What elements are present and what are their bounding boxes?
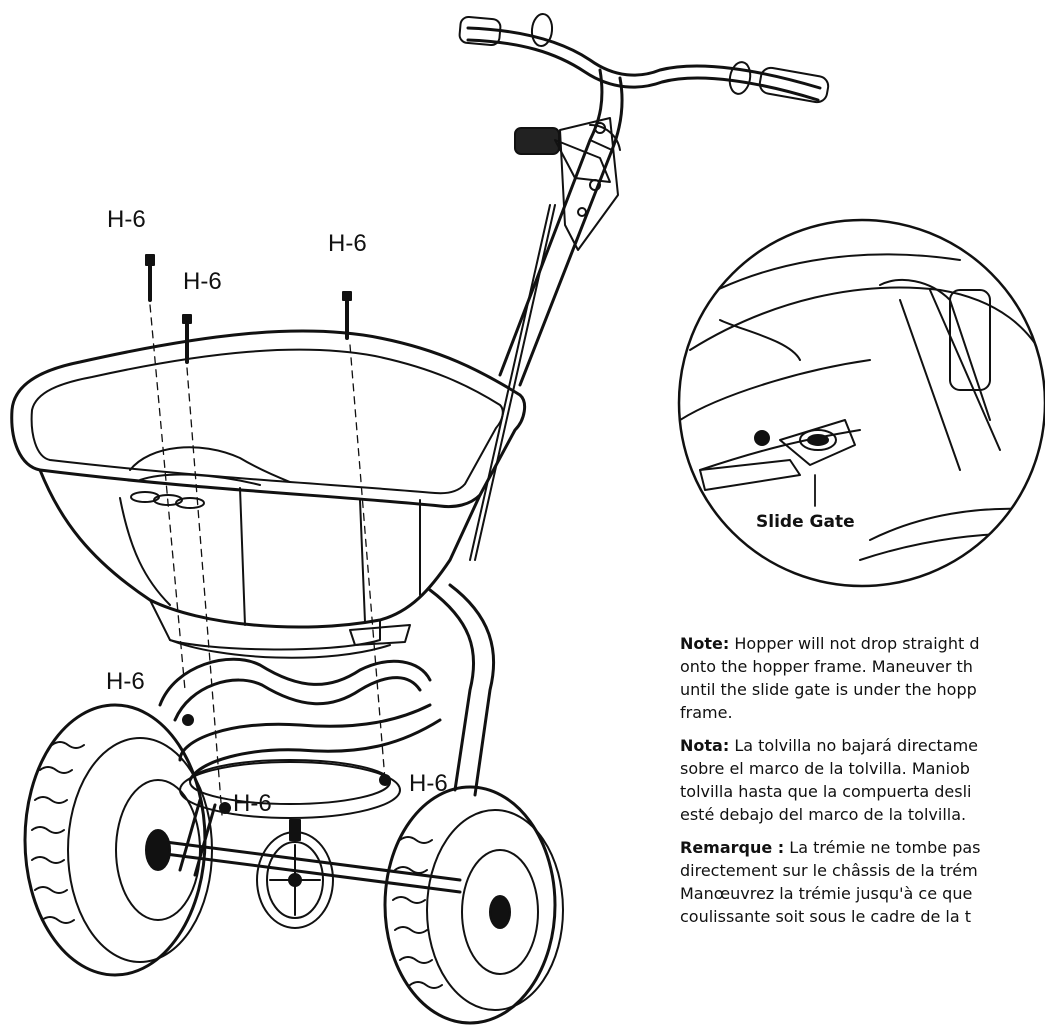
- guide-lines: [149, 304, 386, 816]
- note-spanish-line1: La tolvilla no bajará directame: [729, 736, 978, 755]
- h6-label-top-mid: H-6: [183, 268, 222, 295]
- slide-gate-label: Slide Gate: [756, 512, 855, 532]
- note-spanish-lead: Nota:: [680, 736, 730, 755]
- h6-label-top-right: H-6: [328, 230, 367, 257]
- h6-label-top-left: H-6: [107, 206, 146, 233]
- note-french-line4: coulissante soit sous le cadre de la t: [680, 907, 972, 926]
- control-knob: [514, 127, 560, 155]
- handle-assembly: [458, 13, 830, 561]
- left-grip: [458, 15, 502, 47]
- note-spanish-line3: tolvilla hasta que la compuerta desli: [680, 782, 972, 801]
- nut-right: [379, 774, 391, 786]
- note-english: Note: Hopper will not drop straight d on…: [680, 632, 1045, 724]
- note-french-line3: Manœuvrez la trémie jusqu'à ce que: [680, 884, 973, 903]
- h6-label-bottom-right: H-6: [409, 770, 448, 797]
- hopper: [10, 329, 527, 659]
- h6-label-bottom-mid: H-6: [233, 790, 272, 817]
- left-wheel: [23, 703, 213, 977]
- note-french-lead: Remarque :: [680, 838, 785, 857]
- note-french-line1: La trémie ne tombe pas: [784, 838, 981, 857]
- bolt-top-mid: [182, 314, 192, 364]
- note-french: Remarque : La trémie ne tombe pas direct…: [680, 836, 1045, 928]
- bolt-top-right: [342, 291, 352, 340]
- note-english-line4: frame.: [680, 703, 733, 722]
- note-english-line2: onto the hopper frame. Maneuver th: [680, 657, 973, 676]
- bolts: [145, 254, 352, 364]
- note-spanish-line2: sobre el marco de la tolvilla. Maniob: [680, 759, 970, 778]
- h6-label-bottom-left: H-6: [106, 668, 145, 695]
- note-english-line3: until the slide gate is under the hopp: [680, 680, 977, 699]
- note-french-line2: directement sur le châssis de la trém: [680, 861, 978, 880]
- note-spanish: Nota: La tolvilla no bajará directame so…: [680, 734, 1045, 826]
- bolt-top-left: [145, 254, 155, 302]
- gearbox: [256, 819, 334, 929]
- slide-gate-detail: [677, 218, 1045, 588]
- right-wheel: [383, 785, 564, 1025]
- note-english-lead: Note:: [680, 634, 730, 653]
- nut-left: [182, 714, 194, 726]
- nut-bottom: [219, 802, 231, 814]
- right-grip: [758, 66, 830, 104]
- note-english-line1: Hopper will not drop straight d: [729, 634, 980, 653]
- note-spanish-line4: esté debajo del marco de la tolvilla.: [680, 805, 967, 824]
